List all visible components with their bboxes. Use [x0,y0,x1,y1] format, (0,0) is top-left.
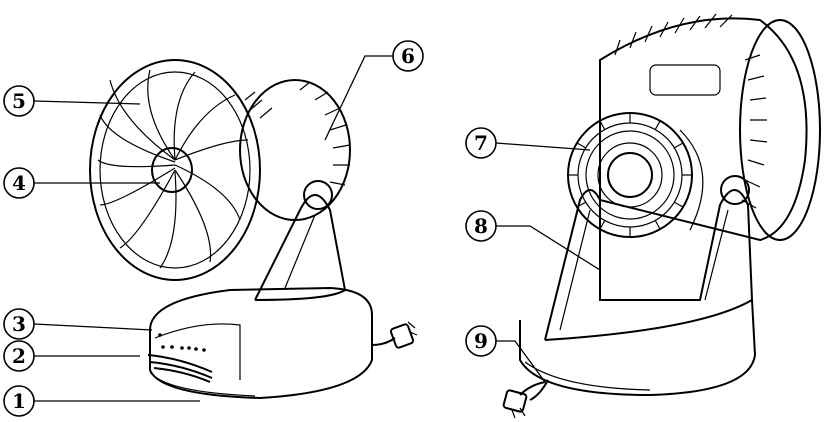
callout-7: 7 [465,127,497,159]
rear-power-plug [502,381,546,419]
fan-front-view-illustration [89,59,418,400]
leader-lines [33,55,601,402]
rear-base [502,299,757,419]
front-power-plug [371,321,418,349]
svg-text:8: 8 [474,214,488,238]
svg-text:6: 6 [401,44,415,68]
control-panel [158,333,206,352]
svg-text:5: 5 [12,89,26,113]
front-rear-housing [239,79,351,221]
svg-text:3: 3 [12,312,26,336]
rear-stand-arm [544,175,754,341]
callout-8: 8 [465,210,497,242]
leader-7 [495,142,591,151]
svg-text:2: 2 [12,344,26,368]
front-grille [89,59,261,281]
rear-grille [567,112,704,238]
callout-2: 2 [3,340,35,372]
leader-9 [496,340,546,383]
callout-5: 5 [3,85,35,117]
svg-text:7: 7 [474,131,488,155]
callout-6: 6 [392,40,424,72]
svg-text:4: 4 [12,171,26,195]
front-vent-slots [147,354,213,383]
callout-9: 9 [465,325,497,357]
leader-3 [33,323,153,331]
svg-text:1: 1 [12,389,26,413]
svg-text:9: 9 [474,329,488,353]
callout-4: 4 [3,167,35,199]
front-stand-arm [254,180,347,301]
fan-rear-view-illustration [502,13,821,419]
leader-6 [324,55,393,141]
front-base [147,286,418,400]
callout-1: 1 [3,385,35,417]
rear-housing [599,13,821,242]
leader-5 [33,100,141,105]
front-hub [151,147,193,193]
leader-8 [496,225,601,271]
callout-3: 3 [3,308,35,340]
